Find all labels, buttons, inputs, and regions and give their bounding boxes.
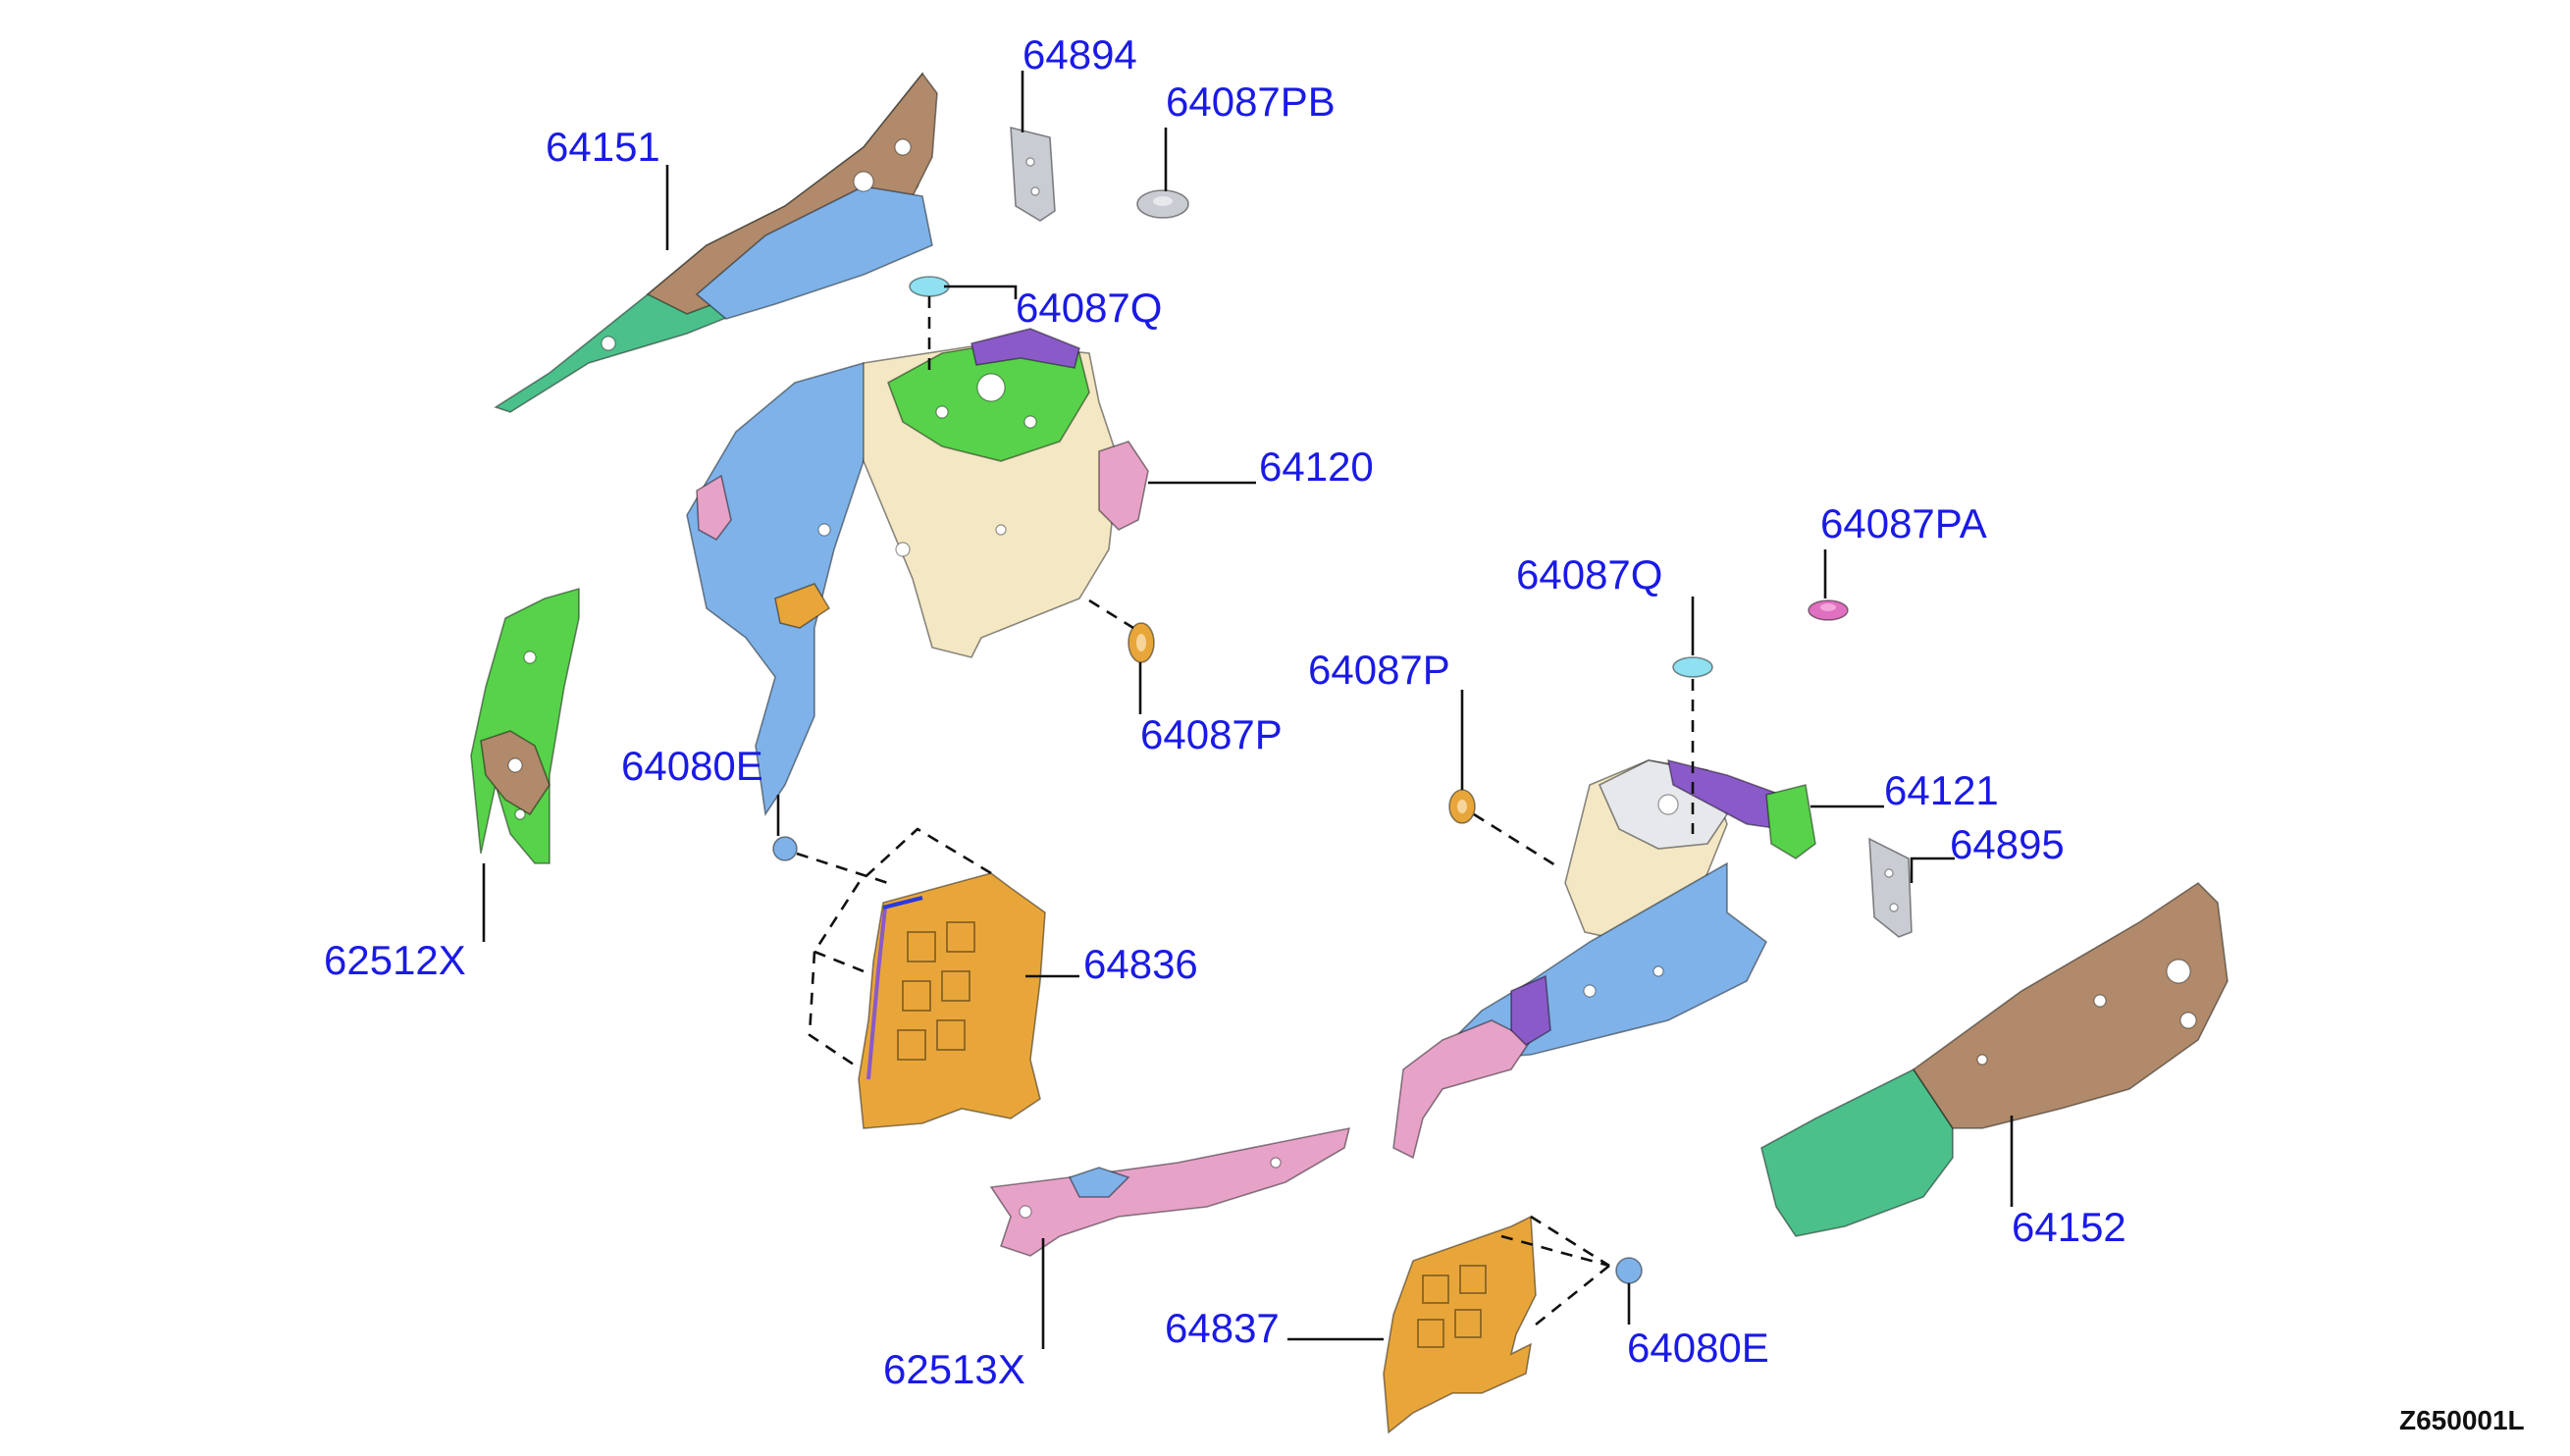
part-64120 bbox=[686, 328, 1149, 817]
label-64151: 64151 bbox=[546, 124, 660, 170]
label-64080E-right: 64080E bbox=[1627, 1325, 1769, 1371]
part-64152 bbox=[1760, 881, 2229, 1237]
label-62512X: 62512X bbox=[324, 937, 466, 983]
part-64151 bbox=[494, 72, 938, 413]
part-64836 bbox=[858, 872, 1046, 1129]
diagram-code: Z650001L bbox=[2399, 1405, 2525, 1435]
label-64087PB: 64087PB bbox=[1166, 78, 1336, 125]
part-64087PA bbox=[1808, 599, 1849, 621]
label-64087P-left: 64087P bbox=[1140, 711, 1283, 757]
label-64087Q-right: 64087Q bbox=[1516, 551, 1662, 598]
dashed-assembly-lines bbox=[796, 296, 1695, 1326]
label-64080E-left: 64080E bbox=[621, 743, 763, 789]
part-64080E-right bbox=[1615, 1257, 1643, 1284]
part-62512X bbox=[470, 587, 580, 864]
callout-labels: 64151 64894 64087PB 64087Q 64120 64087P … bbox=[324, 31, 2525, 1435]
label-64895: 64895 bbox=[1950, 821, 2065, 867]
label-64837: 64837 bbox=[1165, 1305, 1280, 1351]
part-64894 bbox=[1010, 126, 1056, 222]
label-64121: 64121 bbox=[1884, 767, 1999, 813]
part-64087Q-right bbox=[1672, 656, 1713, 678]
leader-lines bbox=[482, 71, 2014, 1349]
label-64087Q-top: 64087Q bbox=[1016, 285, 1162, 331]
label-64836: 64836 bbox=[1083, 941, 1198, 987]
part-64080E-left bbox=[772, 836, 798, 861]
part-64121 bbox=[1392, 758, 1816, 1160]
part-64087Q-top bbox=[909, 276, 950, 297]
part-64837 bbox=[1383, 1215, 1537, 1434]
part-64895 bbox=[1868, 837, 1913, 938]
label-64087PA: 64087PA bbox=[1820, 500, 1987, 546]
label-64087P-right: 64087P bbox=[1308, 647, 1450, 693]
part-64087P-right bbox=[1448, 789, 1476, 824]
label-64120: 64120 bbox=[1259, 443, 1374, 490]
part-64087P-left bbox=[1128, 622, 1155, 663]
label-62513X: 62513X bbox=[883, 1346, 1025, 1392]
label-64152: 64152 bbox=[2012, 1204, 2126, 1250]
part-62513X bbox=[989, 1126, 1351, 1257]
part-64087PB bbox=[1136, 189, 1189, 219]
label-64894: 64894 bbox=[1023, 31, 1137, 78]
